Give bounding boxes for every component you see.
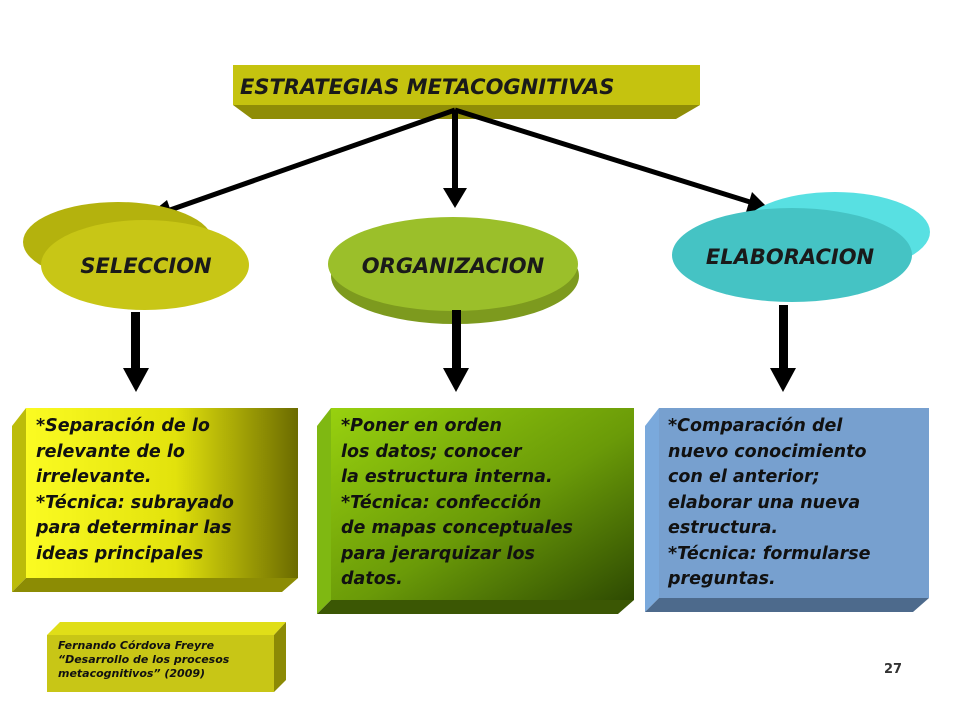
- elaboration-oval: [672, 192, 930, 302]
- elaboration-box: [645, 408, 929, 612]
- selection-oval: [23, 202, 249, 310]
- page-number: 27: [884, 662, 903, 677]
- selection-description: *Separación de lo relevante de lo irrele…: [36, 416, 234, 564]
- organization-oval: [328, 217, 579, 324]
- elaboration-down-arrow: [770, 305, 796, 392]
- title-to-organization-arrow: [443, 110, 467, 208]
- credit-box: [47, 622, 286, 692]
- elaboration-description: *Comparación del nuevo conocimiento con …: [668, 416, 871, 589]
- organization-box: [317, 408, 634, 614]
- organization-down-arrow: [443, 310, 469, 392]
- title-to-elaboration-arrow: [454, 107, 769, 212]
- elaboration-label: ELABORACION: [705, 245, 875, 269]
- organization-description: *Poner en orden los datos; conocer la es…: [341, 416, 573, 589]
- credit-text: Fernando Córdova Freyre “Desarrollo de l…: [58, 639, 230, 680]
- organization-label: ORGANIZACION: [361, 254, 545, 278]
- diagram-title: ESTRATEGIAS METACOGNITIVAS: [240, 75, 615, 99]
- selection-down-arrow: [123, 312, 149, 392]
- selection-box: [12, 408, 298, 592]
- title-to-selection-arrow: [146, 107, 456, 220]
- selection-label: SELECCION: [80, 254, 212, 278]
